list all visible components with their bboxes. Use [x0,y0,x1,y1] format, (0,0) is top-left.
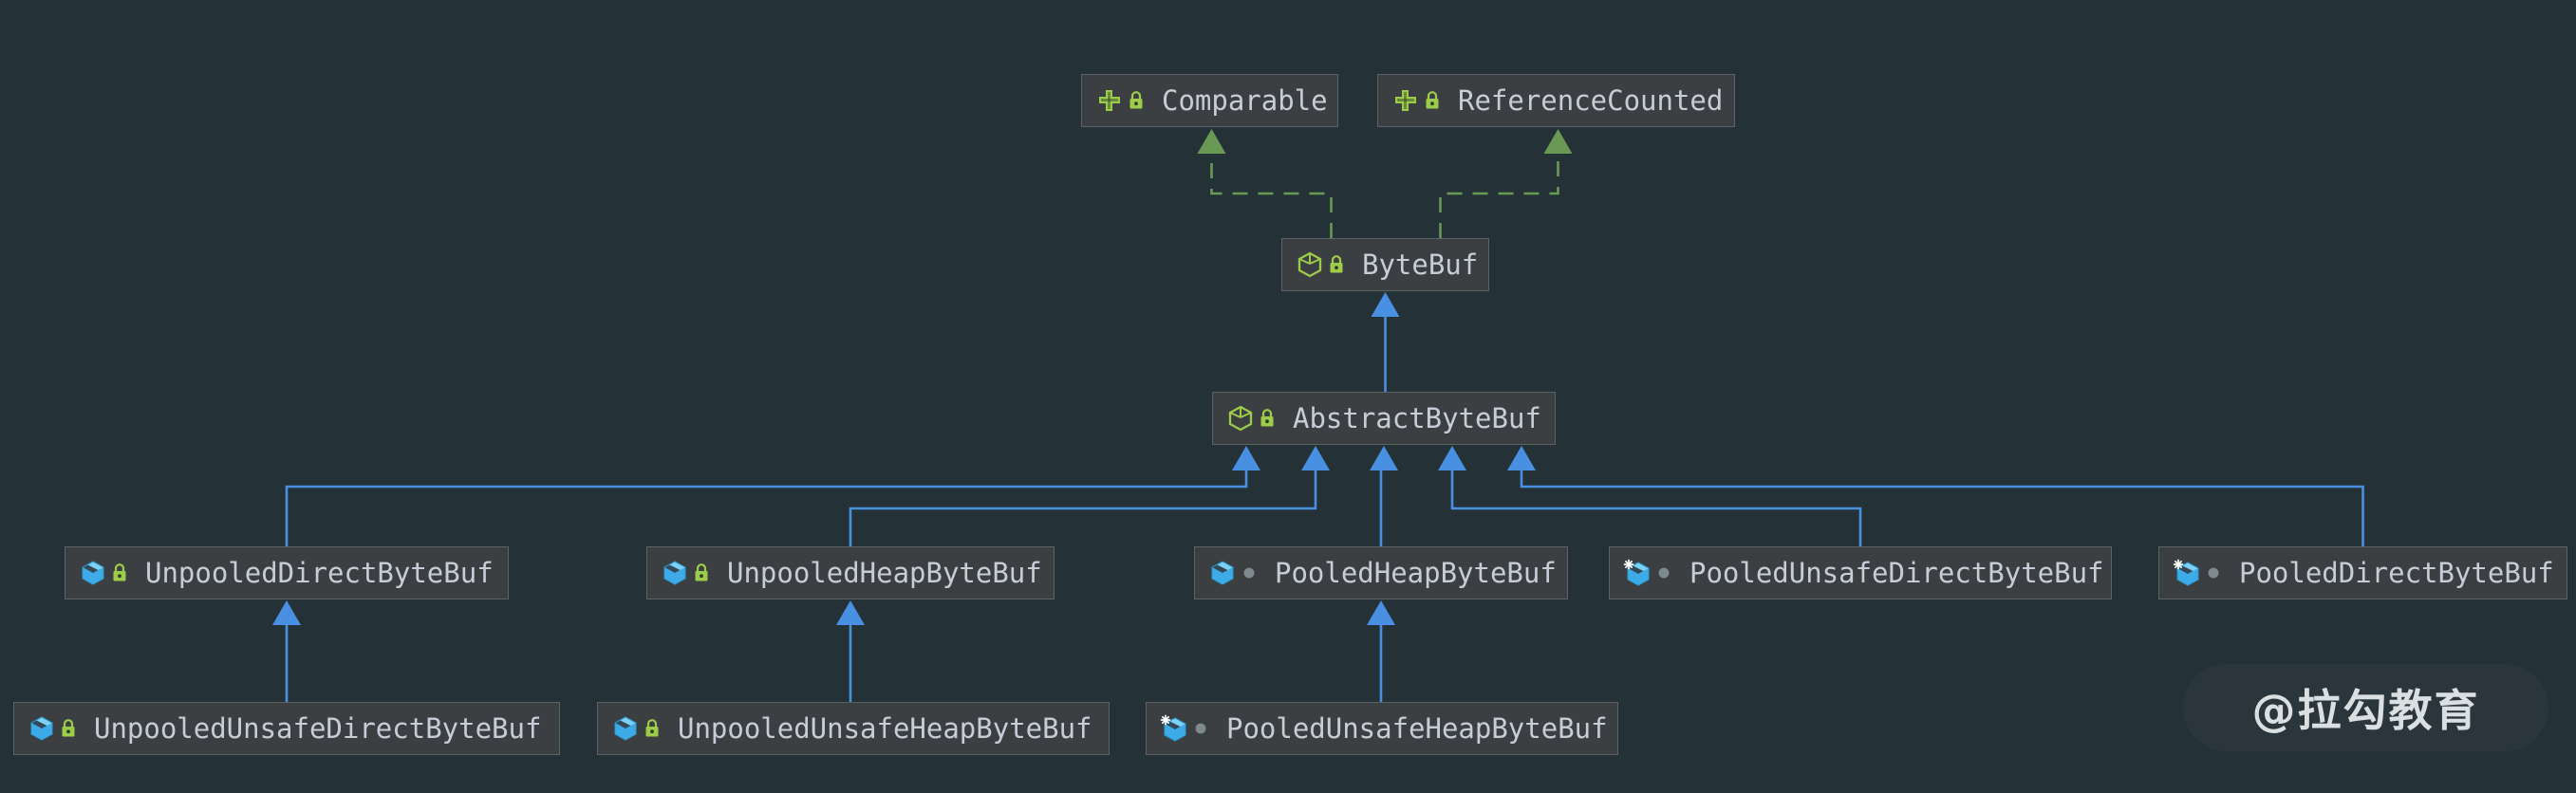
class-icon [79,559,107,587]
class-node-label: UnpooledUnsafeDirectByteBuf [81,715,541,743]
final-class-icon [2173,559,2201,587]
inheritance-arrowhead [272,600,301,625]
class-node-label: PooledUnsafeDirectByteBuf [1676,560,2104,587]
class-node-label: Comparable [1148,87,1328,115]
class-node-label: AbstractByteBuf [1279,405,1541,433]
class-node-pooled-unsafe-heap-bytebuf[interactable]: PooledUnsafeHeapByteBuf [1146,702,1618,755]
edge-unpooled-direct-bytebuf-to-abstractbytebuf [287,470,1246,546]
class-node-label: PooledUnsafeHeapByteBuf [1213,715,1608,743]
inheritance-arrowhead [1232,446,1260,470]
class-node-pooled-heap-bytebuf[interactable]: PooledHeapByteBuf [1194,546,1568,599]
inheritance-arrowhead [1367,600,1395,625]
class-node-label: PooledDirectByteBuf [2226,560,2554,587]
inheritance-arrowhead [1370,446,1398,470]
edge-unpooled-heap-bytebuf-to-abstractbytebuf [850,470,1316,546]
package-private-icon [1188,714,1213,743]
inheritance-arrowhead [1507,446,1536,470]
class-node-abstract-bytebuf[interactable]: AbstractByteBuf [1212,392,1556,445]
inheritance-arrowhead [836,600,865,625]
class-icon [1208,559,1237,587]
edge-pooled-direct-bytebuf-to-abstractbytebuf [1521,470,2363,546]
edge-pooled-unsafe-direct-bytebuf-to-abstractbytebuf [1452,470,1860,546]
realization-arrowhead [1544,129,1573,154]
class-node-pooled-direct-bytebuf[interactable]: PooledDirectByteBuf [2158,546,2567,599]
class-node-label: UnpooledUnsafeHeapByteBuf [664,715,1092,743]
class-node-unpooled-heap-bytebuf[interactable]: UnpooledHeapByteBuf [646,546,1055,599]
edge-bytebuf-to-comparable [1212,152,1332,238]
class-node-unpooled-direct-bytebuf[interactable]: UnpooledDirectByteBuf [65,546,509,599]
class-icon [28,714,56,743]
class-icon [611,714,640,743]
class-node-unpooled-unsafe-direct-bytebuf[interactable]: UnpooledUnsafeDirectByteBuf [13,702,560,755]
class-node-label: UnpooledHeapByteBuf [714,560,1042,587]
class-node-pooled-unsafe-direct-bytebuf[interactable]: PooledUnsafeDirectByteBuf [1609,546,2112,599]
lock-public-icon [689,559,714,587]
class-node-comparable[interactable]: Comparable [1081,74,1338,127]
class-icon [661,559,689,587]
lock-public-icon [1255,404,1279,433]
inheritance-arrowhead [1438,446,1466,470]
lock-public-icon [1124,86,1148,115]
class-node-label: ByteBuf [1349,251,1478,279]
lock-public-icon [640,714,664,743]
class-node-bytebuf[interactable]: ByteBuf [1281,238,1489,291]
watermark: @拉勾教育 [2183,664,2548,751]
class-node-label: UnpooledDirectByteBuf [132,560,494,587]
lock-public-icon [56,714,81,743]
final-class-icon [1623,559,1652,587]
class-node-unpooled-unsafe-heap-bytebuf[interactable]: UnpooledUnsafeHeapByteBuf [597,702,1110,755]
final-class-icon [1160,714,1188,743]
package-private-icon [1237,559,1261,587]
interface-icon [1095,86,1124,115]
package-private-icon [2201,559,2226,587]
interface-icon [1391,86,1420,115]
class-node-reference-counted[interactable]: ReferenceCounted [1377,74,1735,127]
inheritance-arrowhead [1372,292,1400,317]
lock-public-icon [107,559,132,587]
abstract-class-icon [1226,404,1255,433]
lock-public-icon [1420,86,1445,115]
package-private-icon [1652,559,1676,587]
edge-bytebuf-to-referencecounted [1441,152,1559,238]
class-node-label: ReferenceCounted [1445,87,1723,115]
lock-public-icon [1324,250,1349,279]
abstract-class-icon [1296,250,1324,279]
inheritance-arrowhead [1301,446,1330,470]
realization-arrowhead [1198,129,1226,154]
class-node-label: PooledHeapByteBuf [1261,560,1557,587]
